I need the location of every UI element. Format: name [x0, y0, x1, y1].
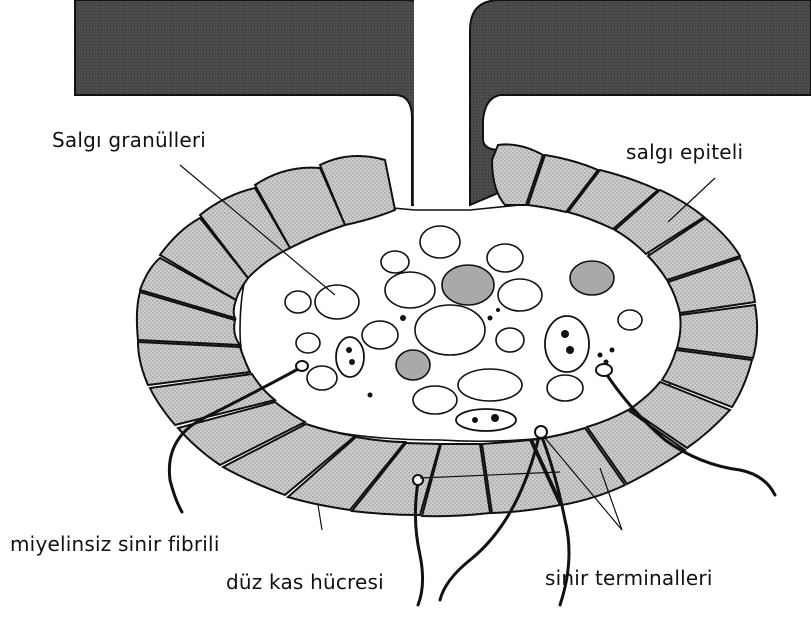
leader-fibril [318, 505, 322, 530]
terminal-bulb [296, 361, 308, 371]
granule [385, 272, 435, 308]
granule [496, 328, 524, 352]
label-secretory-epithelium: salgı epiteli [626, 140, 743, 164]
spot [566, 346, 574, 354]
granule [413, 386, 457, 414]
spot [368, 393, 373, 398]
granule [415, 305, 485, 355]
granule [458, 369, 522, 401]
granule [307, 366, 337, 390]
label-nerve-terminals: sinir terminalleri [545, 566, 713, 590]
label-secretory-granules: Salgı granülleri [52, 128, 206, 152]
nucleus [545, 316, 589, 372]
dense-granule [570, 261, 614, 295]
granule [547, 375, 583, 401]
granule [420, 226, 460, 258]
granule [498, 279, 542, 311]
granule [362, 321, 398, 349]
granule [487, 244, 523, 272]
nucleus [456, 409, 516, 431]
nucleus [336, 337, 364, 377]
label-unmyelinated-nerve-fibril: miyelinsiz sinir fibrili [10, 532, 220, 556]
granule [618, 310, 642, 330]
spot [496, 308, 500, 312]
spot [598, 353, 603, 358]
spot [491, 414, 499, 422]
spot [346, 347, 352, 353]
spot [400, 315, 406, 321]
terminal-bulb [596, 364, 612, 376]
duct-lumen [414, 0, 468, 215]
terminal-bulb [413, 475, 423, 485]
spot [472, 417, 478, 423]
spot [610, 348, 615, 353]
epithelial-cell [677, 305, 757, 358]
spot [488, 316, 493, 321]
label-smooth-muscle-cell: düz kas hücresi [226, 570, 384, 594]
granule [381, 251, 409, 273]
granule [285, 291, 311, 313]
granule [296, 333, 320, 353]
spot [349, 359, 355, 365]
dense-granule [396, 350, 430, 380]
spot [561, 330, 569, 338]
granule [315, 285, 359, 319]
terminal-bulb [535, 426, 547, 438]
dense-granule [442, 265, 494, 305]
